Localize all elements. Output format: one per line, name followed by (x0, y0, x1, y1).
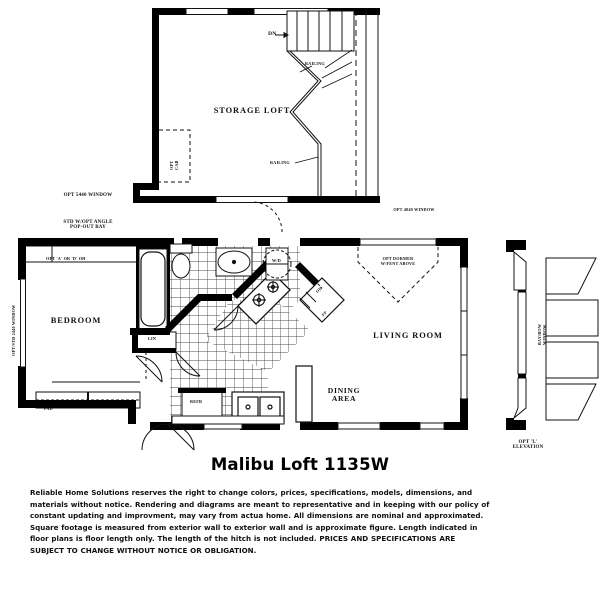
bedroom-label: BEDROOM (50, 316, 102, 325)
main-floor-plan (18, 201, 468, 451)
opt-a-or-d-oh-label: OPT 'A' OR 'D' OH (46, 256, 86, 261)
bay-window-diagram (545, 257, 599, 421)
opt-4040-window-label: OPT 4040 WINDOW (393, 207, 435, 212)
washer-dryer-label: W/D (272, 258, 281, 263)
living-dining-area (300, 246, 462, 424)
refrigerator-label: REFR (190, 399, 203, 404)
living-room-label: LIVING ROOM (373, 331, 443, 340)
window-sashes (20, 238, 468, 430)
disclaimer-text: Reliable Home Solutions reserves the rig… (30, 488, 490, 555)
railing-label-upper: RAILING (305, 61, 325, 66)
loft-room-label: STORAGE LOFT (213, 106, 291, 115)
pad-label: PAD (44, 406, 53, 411)
door-swings (135, 201, 283, 451)
opt-l-elevation-caption: OPT 'L' ELEVATION (512, 440, 544, 451)
dining-area-label: DINING AREA (327, 386, 361, 404)
kitchen-fixtures (171, 247, 345, 425)
opt-dormer-label: OPT DORMER W/FENT ABOVE (380, 256, 416, 266)
bathroom-fixtures (132, 243, 253, 353)
stair-direction-label: DN (268, 31, 277, 37)
bedroom-area (23, 245, 147, 409)
linen-closet-label: LIN (148, 336, 157, 341)
opt-5440-window-label: OPT 5440 WINDOW (63, 193, 113, 198)
std-angle-popout-bay-label: STD W/OPT ANGLE POP-OUT BAY (63, 220, 113, 231)
caption-block: Malibu Loft 1135W (0, 455, 600, 474)
bay-bow-window-label: BAY/BOW WINDOW (537, 323, 547, 345)
opt-l-elevation (506, 240, 599, 430)
opt-cab-label: OPT CAB (169, 160, 179, 170)
page-title: Malibu Loft 1135W (210, 455, 390, 474)
left-wall-window-label: OPT/STD 2440 WINDOW (11, 304, 16, 356)
railing-label-lower: RAILING (270, 160, 290, 165)
loft-plan (133, 8, 380, 203)
